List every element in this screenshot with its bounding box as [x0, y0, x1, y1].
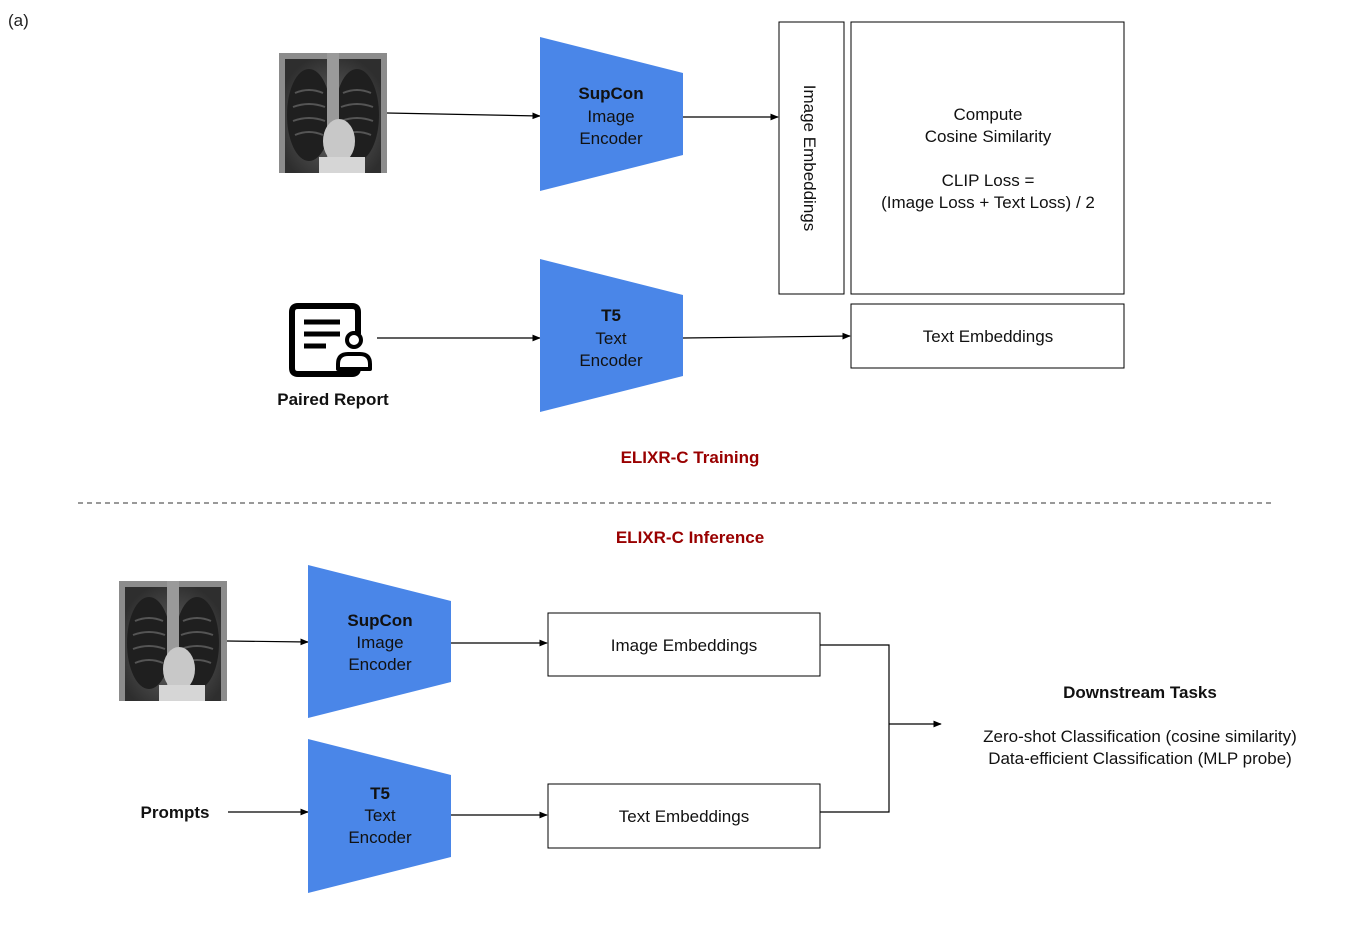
encoder-line2: Encoder: [579, 129, 643, 148]
text-embeddings-label: Text Embeddings: [923, 327, 1053, 346]
downstream-line2: Data-efficient Classification (MLP probe…: [988, 749, 1292, 768]
training-text-embeddings-box: Text Embeddings: [850, 303, 1125, 369]
training-image-embeddings-box: Image Embeddings: [778, 21, 845, 295]
downstream-line1: Zero-shot Classification (cosine similar…: [983, 727, 1297, 746]
image-embeddings-label: Image Embeddings: [611, 636, 757, 655]
encoder-title: SupCon: [578, 84, 643, 103]
encoder-title: SupCon: [347, 611, 412, 630]
loss-line3: CLIP Loss =: [942, 171, 1035, 190]
panel-label: (a): [8, 11, 29, 30]
arrow-xray-to-image-encoder: [226, 638, 309, 646]
chest-xray-image: [119, 581, 227, 701]
encoder-title: T5: [601, 306, 621, 325]
encoder-title: T5: [370, 784, 390, 803]
loss-line4: (Image Loss + Text Loss) / 2: [881, 193, 1095, 212]
text-embeddings-label: Text Embeddings: [619, 807, 749, 826]
arrow-text-encoder-to-embeddings: [682, 332, 851, 340]
encoder-line1: Text: [364, 806, 395, 825]
encoder-line1: Image: [356, 633, 403, 652]
encoder-line2: Encoder: [348, 655, 412, 674]
merge-connector: [820, 644, 890, 813]
clip-loss-box: Compute Cosine Similarity CLIP Loss = (I…: [850, 21, 1125, 295]
paired-report-label: Paired Report: [277, 390, 389, 409]
downstream-title: Downstream Tasks: [1063, 683, 1217, 702]
chest-xray-image: [279, 53, 387, 173]
training-text-encoder: T5 Text Encoder: [540, 259, 683, 412]
prompts-label: Prompts: [141, 803, 210, 822]
encoder-line2: Encoder: [579, 351, 643, 370]
encoder-line1: Text: [595, 329, 626, 348]
document-person-icon: [289, 303, 372, 377]
encoder-line2: Encoder: [348, 828, 412, 847]
inference-image-embeddings-box: Image Embeddings: [547, 612, 821, 677]
downstream-tasks: Downstream Tasks Zero-shot Classificatio…: [983, 683, 1297, 768]
loss-line2: Cosine Similarity: [925, 127, 1052, 146]
loss-line1: Compute: [954, 105, 1023, 124]
inference-image-encoder: SupCon Image Encoder: [308, 565, 451, 718]
arrow-xray-to-image-encoder: [386, 112, 541, 120]
inference-section-title: ELIXR-C Inference: [616, 528, 764, 547]
image-embeddings-label: Image Embeddings: [800, 85, 819, 231]
encoder-line1: Image: [587, 107, 634, 126]
training-image-encoder: SupCon Image Encoder: [540, 37, 683, 191]
inference-text-encoder: T5 Text Encoder: [308, 739, 451, 893]
training-section-title: ELIXR-C Training: [621, 448, 760, 467]
inference-text-embeddings-box: Text Embeddings: [547, 783, 821, 849]
